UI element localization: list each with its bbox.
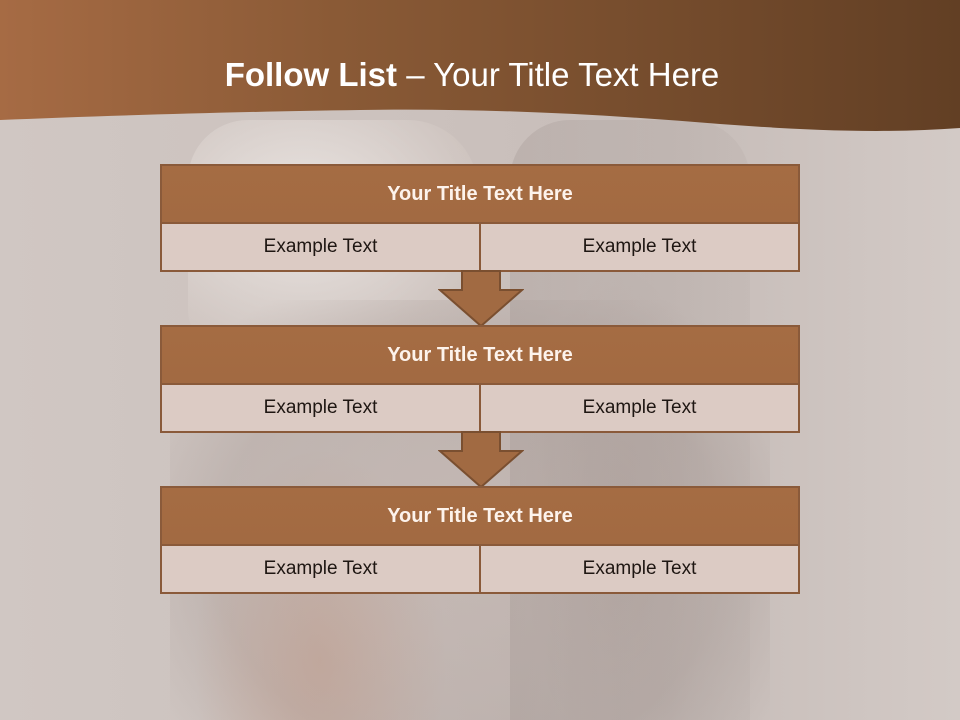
flow-block-cell: Example Text	[162, 546, 479, 592]
slide-title-rest: – Your Title Text Here	[406, 56, 720, 93]
flow-block-row: Example Text Example Text	[162, 385, 798, 431]
flow-block-cell: Example Text	[162, 385, 479, 431]
flow-block-row: Example Text Example Text	[162, 224, 798, 270]
flow-block-cell: Example Text	[162, 224, 479, 270]
flow-block-row: Example Text Example Text	[162, 546, 798, 592]
header-wave	[0, 0, 960, 131]
flow-block-cell: Example Text	[479, 385, 798, 431]
down-arrow-icon	[438, 431, 524, 489]
flow-block-cell: Example Text	[479, 224, 798, 270]
header-band: Follow List – Your Title Text Here	[0, 0, 960, 140]
slide-title-bold: Follow List	[224, 56, 398, 93]
flow-block-title: Your Title Text Here	[162, 327, 798, 385]
flow-block-2: Your Title Text Here Example Text Exampl…	[160, 325, 800, 433]
flow-block-3: Your Title Text Here Example Text Exampl…	[160, 486, 800, 594]
flow-block-1: Your Title Text Here Example Text Exampl…	[160, 164, 800, 272]
flow-block-title: Your Title Text Here	[162, 166, 798, 224]
down-arrow-icon	[438, 270, 524, 328]
flow-block-title: Your Title Text Here	[162, 488, 798, 546]
slide-title: Follow List – Your Title Text Here	[0, 55, 944, 95]
flow-block-cell: Example Text	[479, 546, 798, 592]
